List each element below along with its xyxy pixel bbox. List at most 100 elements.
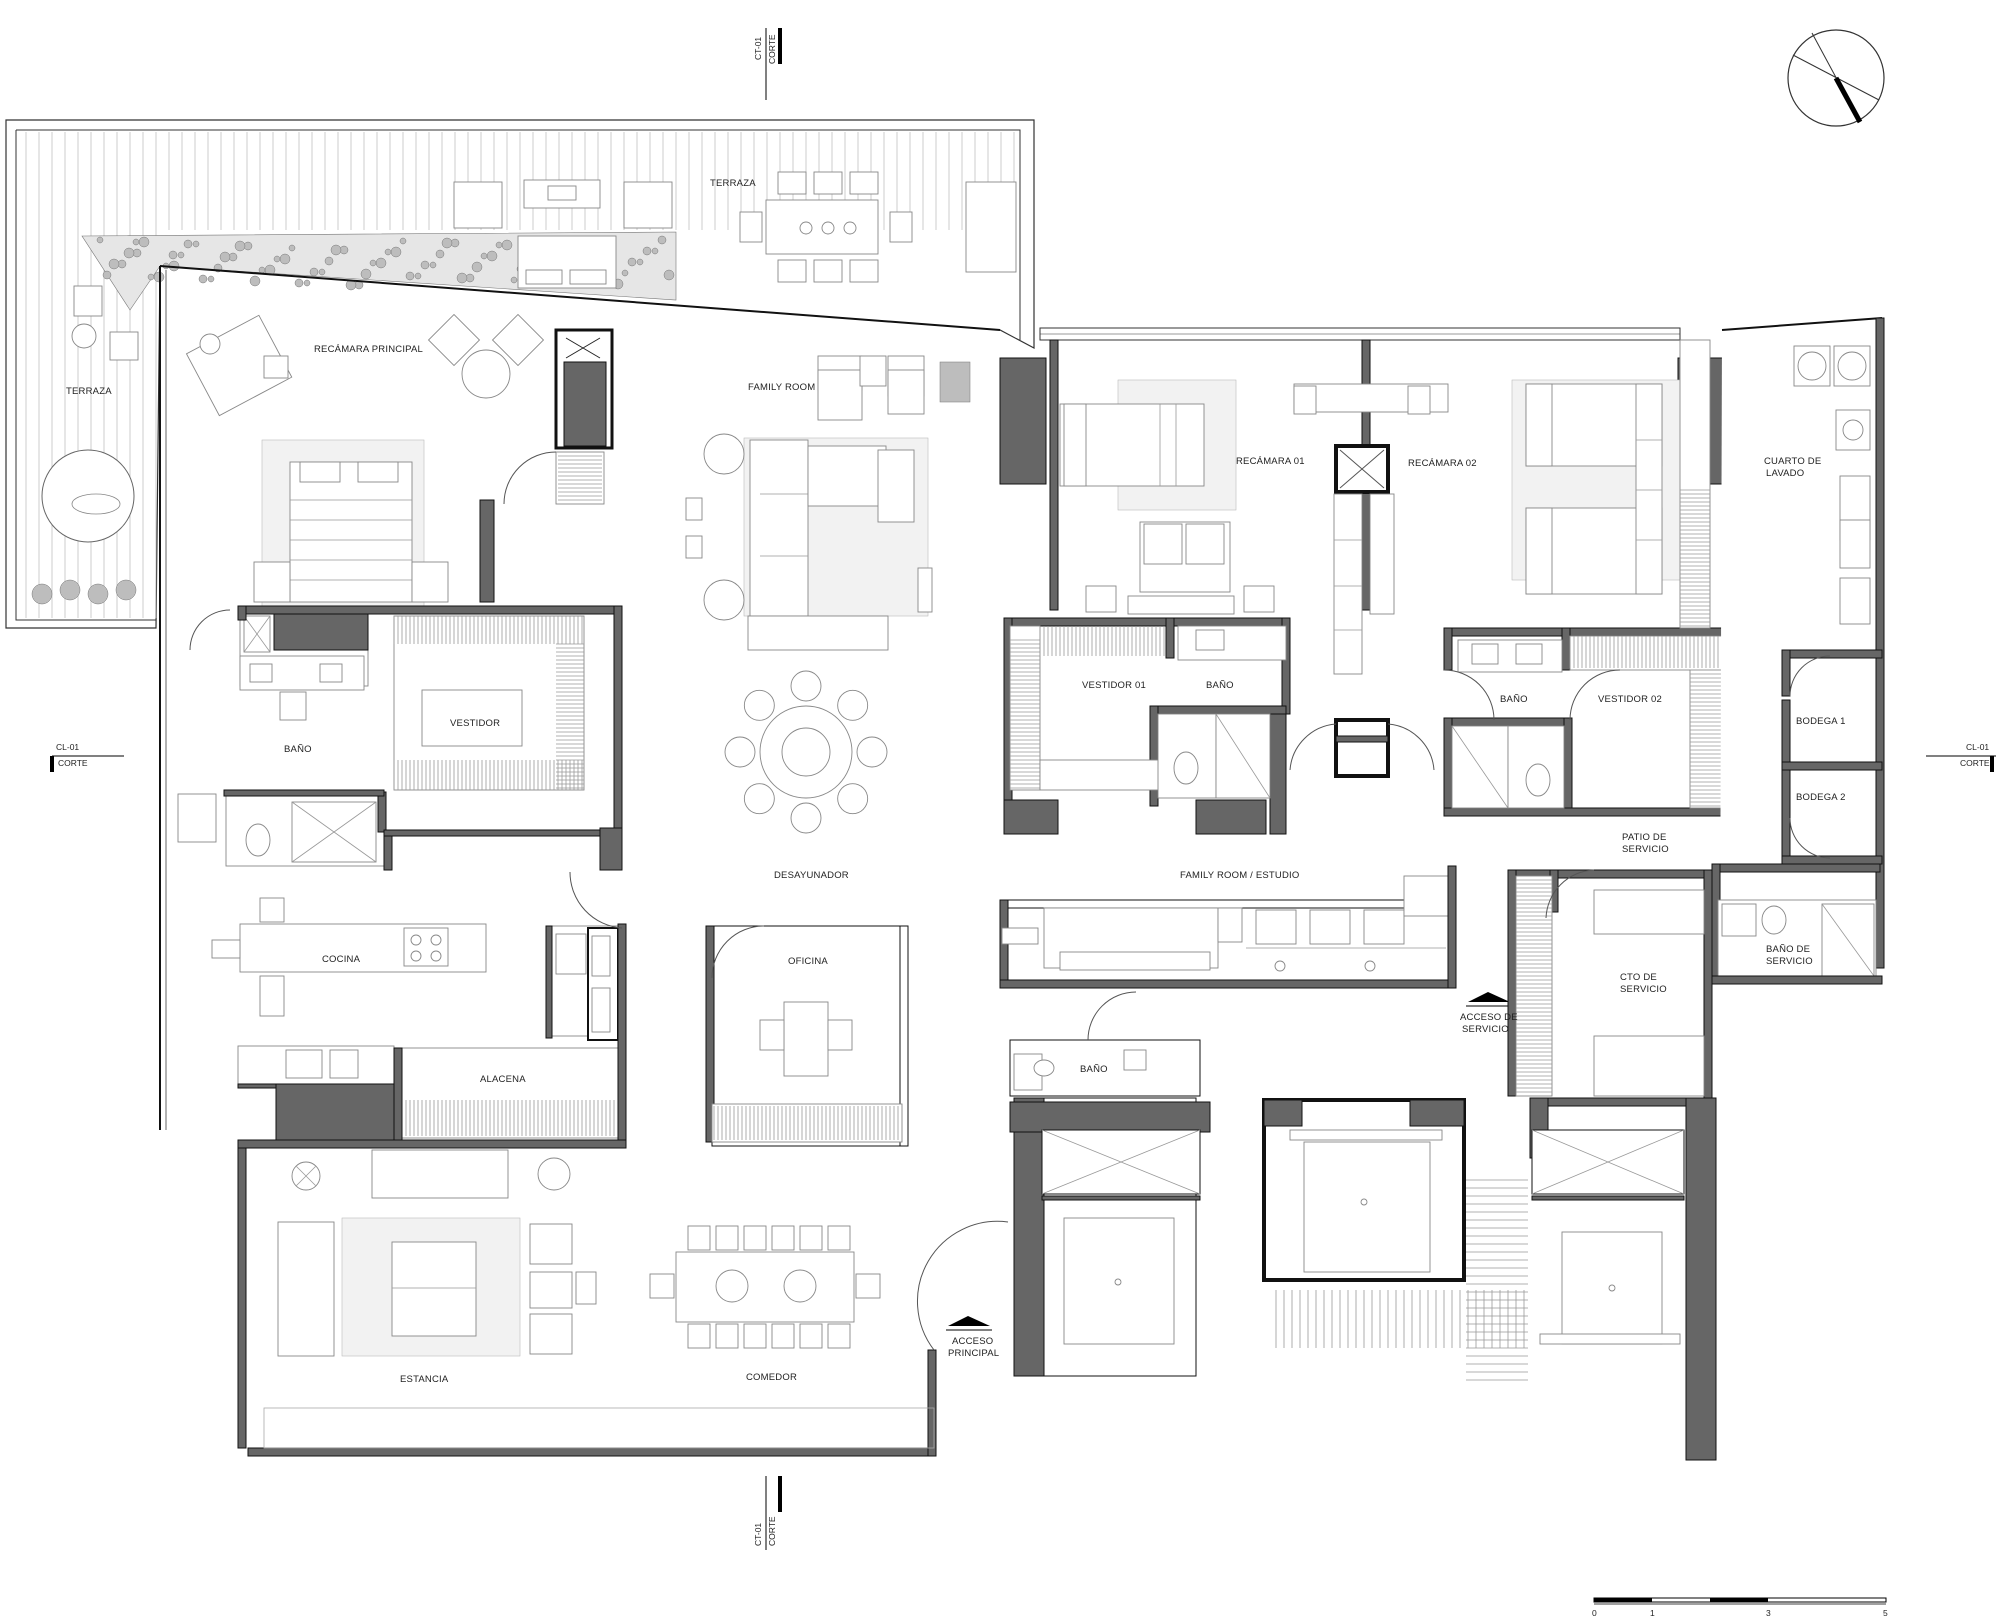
section-right-code: CL-01	[1966, 742, 1989, 752]
planter-plant	[510, 276, 518, 284]
planter-plant	[198, 274, 208, 284]
planter-plant	[486, 250, 498, 262]
scale-bar: 0 1 3 5	[1592, 1597, 1888, 1618]
dining-chair	[715, 1225, 739, 1251]
scale-tick-3: 3	[1766, 1608, 1771, 1618]
service-wing	[1262, 316, 1885, 1461]
planter-plant	[279, 253, 291, 265]
label-bano-servicio-2: SERVICIO	[1766, 956, 1813, 967]
dining-chair	[687, 1323, 711, 1349]
planter-plant	[627, 257, 637, 267]
dining-chair	[649, 1273, 675, 1299]
planter-plant	[330, 244, 342, 256]
planter-plant	[288, 244, 296, 252]
planter-plant	[96, 236, 104, 244]
scale-tick-5: 5	[1883, 1608, 1888, 1618]
planter-plant	[414, 272, 422, 280]
label-cuarto-lavado-2: LAVADO	[1766, 468, 1804, 479]
label-cto-servicio-2: SERVICIO	[1620, 984, 1667, 995]
central-area	[685, 355, 1211, 1377]
section-top-code: CT-01	[753, 37, 763, 60]
planter-plant	[480, 252, 488, 260]
planter-plant	[663, 269, 675, 281]
planter-plant	[303, 279, 311, 287]
planter-plant	[636, 258, 644, 266]
dining-chair	[799, 1225, 823, 1251]
label-terraza-left: TERRAZA	[66, 386, 112, 397]
dining-chair	[687, 1225, 711, 1251]
round-chair	[724, 736, 756, 768]
label-estancia: ESTANCIA	[400, 1374, 449, 1385]
scale-tick-1: 1	[1650, 1608, 1655, 1618]
label-acceso-principal-1: ACCESO	[952, 1336, 993, 1347]
label-alacena: ALACENA	[480, 1074, 526, 1085]
label-bodega-2: BODEGA 2	[1796, 792, 1846, 803]
planter-plant	[642, 246, 652, 256]
label-patio-servicio-1: PATIO DE	[1622, 832, 1667, 843]
planter-plant	[318, 268, 326, 276]
planter-plant	[360, 268, 372, 280]
label-vestidor-02: VESTIDOR 02	[1598, 694, 1662, 705]
planter-plant	[183, 239, 193, 249]
planter-plant	[324, 256, 334, 266]
section-mark-left: CL-01 CORTE	[50, 742, 124, 772]
planter-plant	[390, 246, 402, 258]
dining-chair	[771, 1323, 795, 1349]
label-comedor: COMEDOR	[746, 1372, 797, 1383]
acceso-servicio-marker	[1466, 992, 1512, 1007]
living-dining	[237, 1147, 1009, 1457]
label-acceso-principal-2: PRINCIPAL	[948, 1348, 999, 1359]
planter-plant	[207, 275, 215, 283]
label-vestidor-01: VESTIDOR 01	[1082, 680, 1146, 691]
planter-plant	[420, 260, 430, 270]
label-recamara-01: RECÁMARA 01	[1236, 456, 1305, 467]
round-chair	[856, 736, 888, 768]
planter-plant	[294, 278, 304, 288]
label-recamara-02: RECÁMARA 02	[1408, 458, 1477, 469]
label-vestidor: VESTIDOR	[450, 718, 500, 729]
planter-plant	[384, 248, 392, 256]
planter-plant	[495, 241, 503, 249]
terrace-area	[5, 119, 1035, 629]
label-desayunador: DESAYUNADOR	[774, 870, 849, 881]
planter-plant	[102, 270, 112, 280]
section-right-word: CORTE	[1960, 758, 1990, 768]
section-bottom-word: CORTE	[767, 1516, 777, 1546]
section-mark-right: CL-01 CORTE	[1926, 742, 1996, 772]
round-chair	[743, 689, 775, 721]
label-bodega-1: BODEGA 1	[1796, 716, 1846, 727]
room-labels: TERRAZA TERRAZA RECÁMARA PRINCIPAL FAMIL…	[66, 178, 1846, 1385]
round-chair	[790, 802, 822, 834]
planter-plant	[435, 249, 445, 259]
planter-plant	[273, 255, 281, 263]
label-bano-02: BAÑO	[1500, 694, 1528, 705]
round-chair	[743, 783, 775, 815]
washer-dryer-icon	[1793, 345, 1871, 451]
label-bano-visitas: BAÑO	[1080, 1064, 1108, 1075]
planter-plant	[177, 251, 185, 259]
planter-plant	[399, 237, 407, 245]
section-mark-top: CT-01 CORTE	[753, 28, 782, 100]
section-left-word: CORTE	[58, 758, 88, 768]
planter-plant	[375, 257, 387, 269]
section-bottom-code: CT-01	[753, 1523, 763, 1546]
planter-plant	[138, 236, 150, 248]
label-cto-servicio-1: CTO DE	[1620, 972, 1657, 983]
scale-tick-0: 0	[1592, 1608, 1597, 1618]
round-chair	[837, 783, 869, 815]
planter-plant	[147, 273, 155, 281]
master-suite	[159, 265, 1001, 1130]
label-recamara-principal: RECÁMARA PRINCIPAL	[314, 344, 423, 355]
planter-plant	[369, 259, 377, 267]
kitchen-area	[211, 871, 627, 1149]
planter-plant	[621, 269, 629, 277]
planter-plant	[405, 271, 415, 281]
dining-chair	[855, 1273, 881, 1299]
planter-plant	[651, 247, 659, 255]
planter-plant	[657, 235, 667, 245]
label-family-room-estudio: FAMILY ROOM / ESTUDIO	[1180, 870, 1299, 881]
planter-plant	[123, 247, 135, 259]
label-bano-principal: BAÑO	[284, 744, 312, 755]
planter-plant	[249, 275, 261, 287]
